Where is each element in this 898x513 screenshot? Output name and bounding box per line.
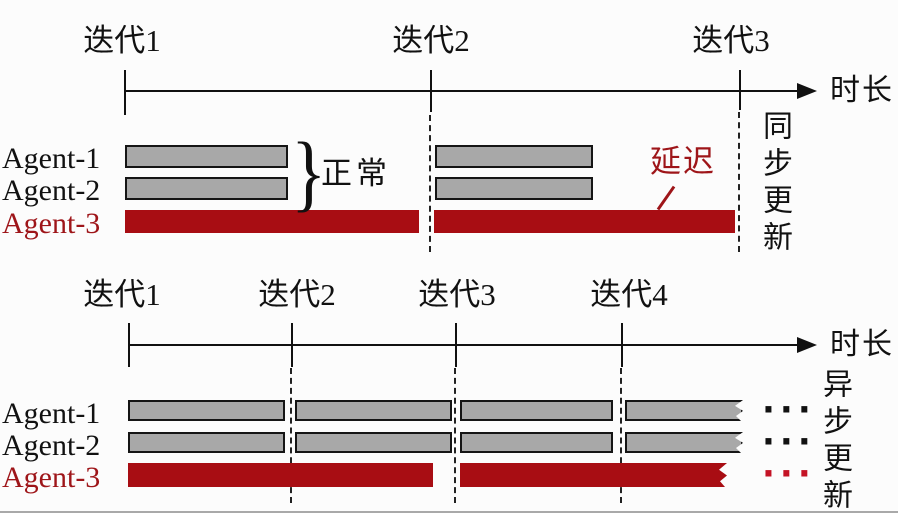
agent2-continuation-dots: ··· (762, 422, 816, 462)
sync-agent3-iter2-bar-delayed (434, 210, 735, 233)
sync-agent2-iter1-bar (125, 177, 288, 200)
async-dashed-boundary-iteration-4 (620, 368, 622, 503)
normal-brace-glyph: } (291, 124, 327, 220)
delay-leader-line (656, 185, 676, 211)
async-agent2-iter4-bar-torn (625, 432, 743, 453)
sync-tick-iteration-1 (124, 70, 126, 115)
async-dashed-boundary-iteration-2 (290, 368, 292, 503)
agent1-continuation-dots: ··· (762, 390, 816, 430)
sync-agent1-iter1-bar (125, 145, 288, 168)
sync-mode-label: 同步更新 (758, 110, 791, 258)
sync-time-axis (125, 90, 799, 92)
async-mode-label: 异步更新 (818, 368, 851, 513)
async-iteration-4-label: 迭代4 (590, 277, 668, 312)
async-tick-iteration-2 (291, 323, 293, 367)
sync-iteration-1-label: 迭代1 (83, 23, 161, 58)
async-agent-3-label: Agent-3 (2, 461, 101, 494)
sync-dashed-boundary-iteration-2 (429, 115, 431, 252)
async-agent3-iter3-4-bar-delayed-torn (460, 463, 727, 487)
sync-agent3-iter1-bar-delayed (125, 210, 419, 233)
async-agent1-iter3-bar (460, 400, 613, 421)
sync-tick-iteration-2 (430, 70, 432, 112)
async-agent1-iter1-bar (128, 400, 285, 421)
async-iteration-3-label: 迭代3 (418, 277, 496, 312)
async-time-axis (129, 344, 799, 346)
sync-dashed-boundary-iteration-3 (738, 112, 740, 252)
sync-agent-1-label: Agent-1 (2, 142, 101, 175)
async-dashed-boundary-iteration-3 (454, 368, 456, 503)
async-axis-label: 时长 (830, 328, 894, 361)
async-iteration-2-label: 迭代2 (258, 277, 336, 312)
async-agent2-iter2-bar (295, 432, 452, 453)
async-tick-iteration-4 (621, 323, 623, 367)
async-iteration-1-label: 迭代1 (83, 277, 161, 312)
async-agent2-iter1-bar (128, 432, 285, 453)
normal-annotation: 正常 (321, 156, 391, 191)
async-agent3-iter1-2-bar-delayed (128, 463, 433, 487)
sync-axis-label: 时长 (830, 74, 894, 107)
async-agent1-iter2-bar (295, 400, 452, 421)
sync-agent2-iter2-bar (435, 177, 593, 200)
sync-tick-iteration-3 (739, 70, 741, 110)
delay-annotation: 延迟 (650, 144, 716, 179)
async-agent1-iter4-bar-torn (625, 400, 743, 421)
sync-agent1-iter2-bar (435, 145, 593, 168)
async-agent-1-label: Agent-1 (2, 397, 101, 430)
async-axis-arrow-icon (797, 337, 817, 353)
async-agent-2-label: Agent-2 (2, 429, 101, 462)
sync-axis-arrow-icon (797, 83, 817, 99)
sync-agent-3-label: Agent-3 (2, 207, 101, 240)
agent3-continuation-dots: ··· (762, 454, 816, 494)
sync-agent-2-label: Agent-2 (2, 174, 101, 207)
async-tick-iteration-3 (455, 323, 457, 367)
sync-iteration-2-label: 迭代2 (392, 23, 470, 58)
sync-iteration-3-label: 迭代3 (692, 23, 770, 58)
async-tick-iteration-1 (128, 323, 130, 367)
async-agent2-iter3-bar (460, 432, 613, 453)
